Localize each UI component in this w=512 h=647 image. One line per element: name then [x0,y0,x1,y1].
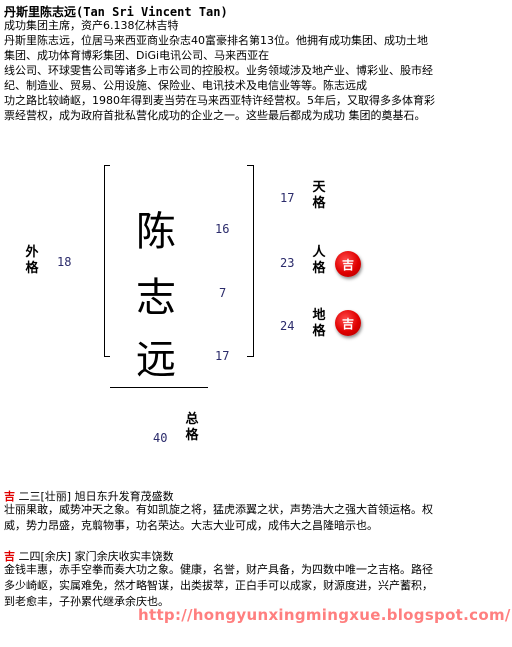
stroke-count-3: 17 [215,349,230,363]
tian-ge-value: 17 [280,191,295,205]
bio-line: 纪、制造业、贸易、公用设施、保险业、电讯技术及电信业等等。陈志远成 [4,79,367,92]
name-char-1: 陈 [136,209,176,255]
di-ge-value: 24 [280,319,295,333]
bio-paragraph: 成功集团主席，资产6.138亿林吉特 丹斯里陈志远，位居马来西亚商业杂志40富豪… [4,18,508,123]
bio-line: 丹斯里陈志远，位居马来西亚商业杂志40富豪排名第13位。他拥有成功集团、成功土地 [4,34,428,47]
ren-ge-label: 人格 [312,245,326,276]
zong-ge-value: 40 [153,431,168,445]
section-1-line: 壮丽果敢，威势冲天之象。有如凯旋之将，猛虎添翼之状，声势浩大之强大首领运格。权 [4,503,433,516]
right-bracket-top [247,165,253,166]
watermark-url: http://hongyunxingmingxue.blogspot.com/ [138,606,511,624]
bio-line: 成功集团主席，资产6.138亿林吉特 [4,19,179,32]
left-bracket-bottom [104,356,110,357]
right-bracket-line [253,165,254,357]
di-ge-ji-badge: 吉 [335,310,361,336]
name-grid-diagram: 陈 志 远 16 7 17 外格 18 17 天格 23 人格 吉 24 地格 … [0,150,512,460]
left-bracket-top [104,165,110,166]
left-bracket-line [104,165,105,357]
name-char-2: 志 [136,275,176,321]
section-2-title: 二四[余庆] 家门余庆收实丰饶数 [15,550,174,563]
di-ge-label: 地格 [312,308,326,339]
right-bracket-bottom [247,356,253,357]
stroke-count-2: 7 [219,286,227,300]
zong-ge-label: 总格 [185,412,199,443]
section-1-title: 二三[壮丽] 旭日东升发育茂盛数 [15,490,174,503]
wai-ge-value: 18 [57,255,72,269]
bio-line: 票经营权，成为政府首批私营化成功的企业之一。这些最后都成为成功 集团的奠基石。 [4,109,426,122]
wai-ge-label: 外格 [25,245,39,276]
section-2-heading: 吉 二四[余庆] 家门余庆收实丰饶数 [4,548,174,564]
name-char-3: 远 [136,337,176,383]
section-2-line: 到老愈丰，子孙累代继承余庆也。 [4,595,169,608]
page-title: 丹斯里陈志远(Tan Sri Vincent Tan) [4,5,228,19]
ren-ge-value: 23 [280,256,295,270]
section-2-line: 多少崎岖，实属难免，然才略智谋，出类拔萃，正白手可以成家，财源度进，兴产蓄积， [4,579,433,592]
section-1-body: 壮丽果敢，威势冲天之象。有如凯旋之将，猛虎添翼之状，声势浩大之强大首领运格。权 … [4,502,508,534]
section-1-rating: 吉 [4,490,15,503]
bio-line: 功之路比较崎岖，1980年得到麦当劳在马来西亚特许经营权。5年后，又取得多多体育… [4,94,435,107]
stroke-count-1: 16 [215,222,230,236]
section-1-heading: 吉 二三[壮丽] 旭日东升发育茂盛数 [4,488,174,504]
tian-ge-label: 天格 [312,180,326,211]
name-underline [110,387,208,388]
section-2-rating: 吉 [4,550,15,563]
bio-line: 线公司、环球雯售公司等诸多上市公司的控股权。业务领域涉及地产业、博彩业、股市经 [4,64,433,77]
section-2-body: 金钱丰惠，赤手空拳而奏大功之象。健康，名誉，财产具备，为四数中唯一之吉格。路径 … [4,562,508,610]
bio-line: 集团、成功体育博彩集团、DiGi电讯公司、马来西亚在 [4,49,270,62]
ren-ge-ji-badge: 吉 [335,251,361,277]
section-2-line: 金钱丰惠，赤手空拳而奏大功之象。健康，名誉，财产具备，为四数中唯一之吉格。路径 [4,563,433,576]
section-1-line: 威，势力昂盛，克翦物事，功名荣达。大志大业可成，成伟大之昌隆暗示也。 [4,519,378,532]
